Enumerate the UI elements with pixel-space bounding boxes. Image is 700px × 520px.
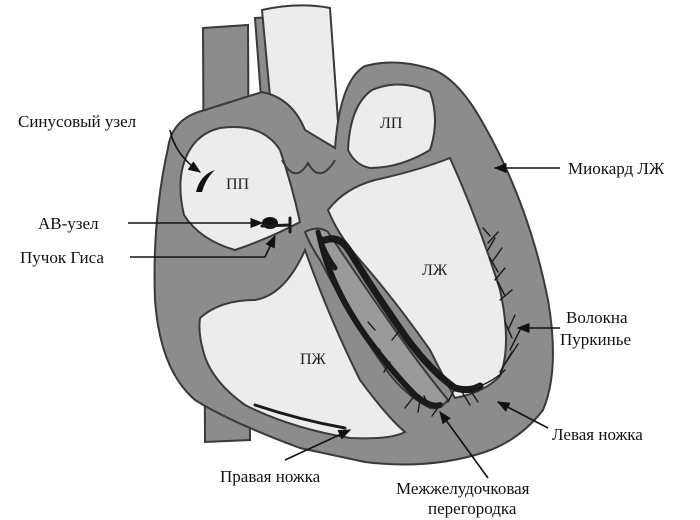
label-his-bundle: Пучок Гиса xyxy=(20,248,104,267)
chamber-left-atrium: ЛП xyxy=(380,115,403,132)
right-branch-lower xyxy=(253,403,347,430)
purkinje-fibers xyxy=(367,227,521,417)
label-right-branch: Правая ножка xyxy=(220,467,321,486)
chamber-left-ventricle: ЛЖ xyxy=(422,262,448,279)
av-node-stem xyxy=(260,216,292,234)
left-branch-line xyxy=(321,235,484,394)
pointer-sinus-node xyxy=(169,129,202,173)
label-lv-myocardium: Миокард ЛЖ xyxy=(568,159,665,178)
right-ventricle-cavity xyxy=(198,247,407,440)
sinus-node xyxy=(196,170,215,192)
label-purkinje-line2: Пуркинье xyxy=(560,330,631,349)
label-purkinje-line1: Волокна xyxy=(566,308,628,327)
pointer-right-branch xyxy=(284,429,352,461)
chamber-right-ventricle: ПЖ xyxy=(300,351,327,368)
pointer-his-bundle xyxy=(130,234,276,258)
left-atrium-cavity xyxy=(346,83,436,170)
label-av-node: АВ-узел xyxy=(38,214,99,233)
label-left-branch: Левая ножка xyxy=(552,425,643,444)
pointer-left-branch xyxy=(496,401,549,429)
right-branch-line xyxy=(317,235,443,409)
aortic-valve xyxy=(281,159,336,175)
label-sinus-node: Синусовый узел xyxy=(18,112,137,131)
label-septum-line2: перегородка xyxy=(428,499,517,518)
pointer-septum xyxy=(439,410,489,479)
chamber-right-atrium: ПП xyxy=(226,176,250,193)
label-septum-line1: Межжелудочковая xyxy=(396,479,530,498)
